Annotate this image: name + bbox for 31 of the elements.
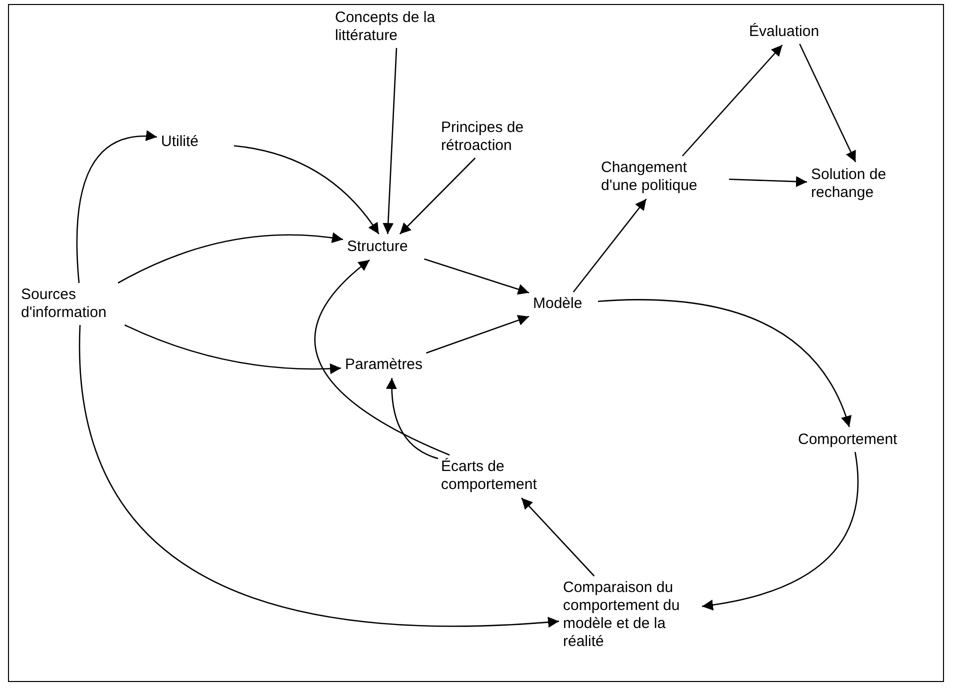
node-label: Paramètres — [345, 356, 440, 374]
arrow — [424, 258, 530, 295]
arrow — [572, 198, 647, 292]
arrow — [386, 378, 438, 460]
arrow — [234, 145, 380, 234]
node-label: Changement d'une politique — [601, 159, 726, 195]
arrow — [314, 260, 450, 456]
node-label: Solution de rechange — [811, 166, 921, 202]
node-label: Comportement — [798, 431, 908, 449]
node-label: Évaluation — [749, 23, 839, 41]
arrow — [702, 452, 858, 610]
arrow — [521, 498, 595, 576]
arrow — [76, 130, 158, 284]
arrow — [598, 299, 851, 428]
node-label: Concepts de la littérature — [335, 9, 460, 45]
arrow — [399, 158, 476, 234]
arrow — [79, 324, 560, 628]
arrow — [728, 176, 808, 188]
node-label: Sources d'information — [21, 286, 141, 322]
node-label: Utilité — [161, 133, 231, 151]
arrow — [124, 324, 342, 374]
arrow — [118, 232, 344, 284]
arrow — [682, 44, 783, 156]
node-label: Structure — [347, 238, 427, 256]
arrow — [799, 44, 856, 162]
node-label: Principes de rétroaction — [441, 119, 551, 155]
node-label: Écarts de comportement — [441, 458, 561, 494]
arrow — [426, 314, 530, 354]
arrow — [382, 48, 398, 234]
node-label: Modèle — [533, 295, 595, 313]
node-label: Comparaison du comportement du modèle et de la réalité — [563, 579, 698, 651]
